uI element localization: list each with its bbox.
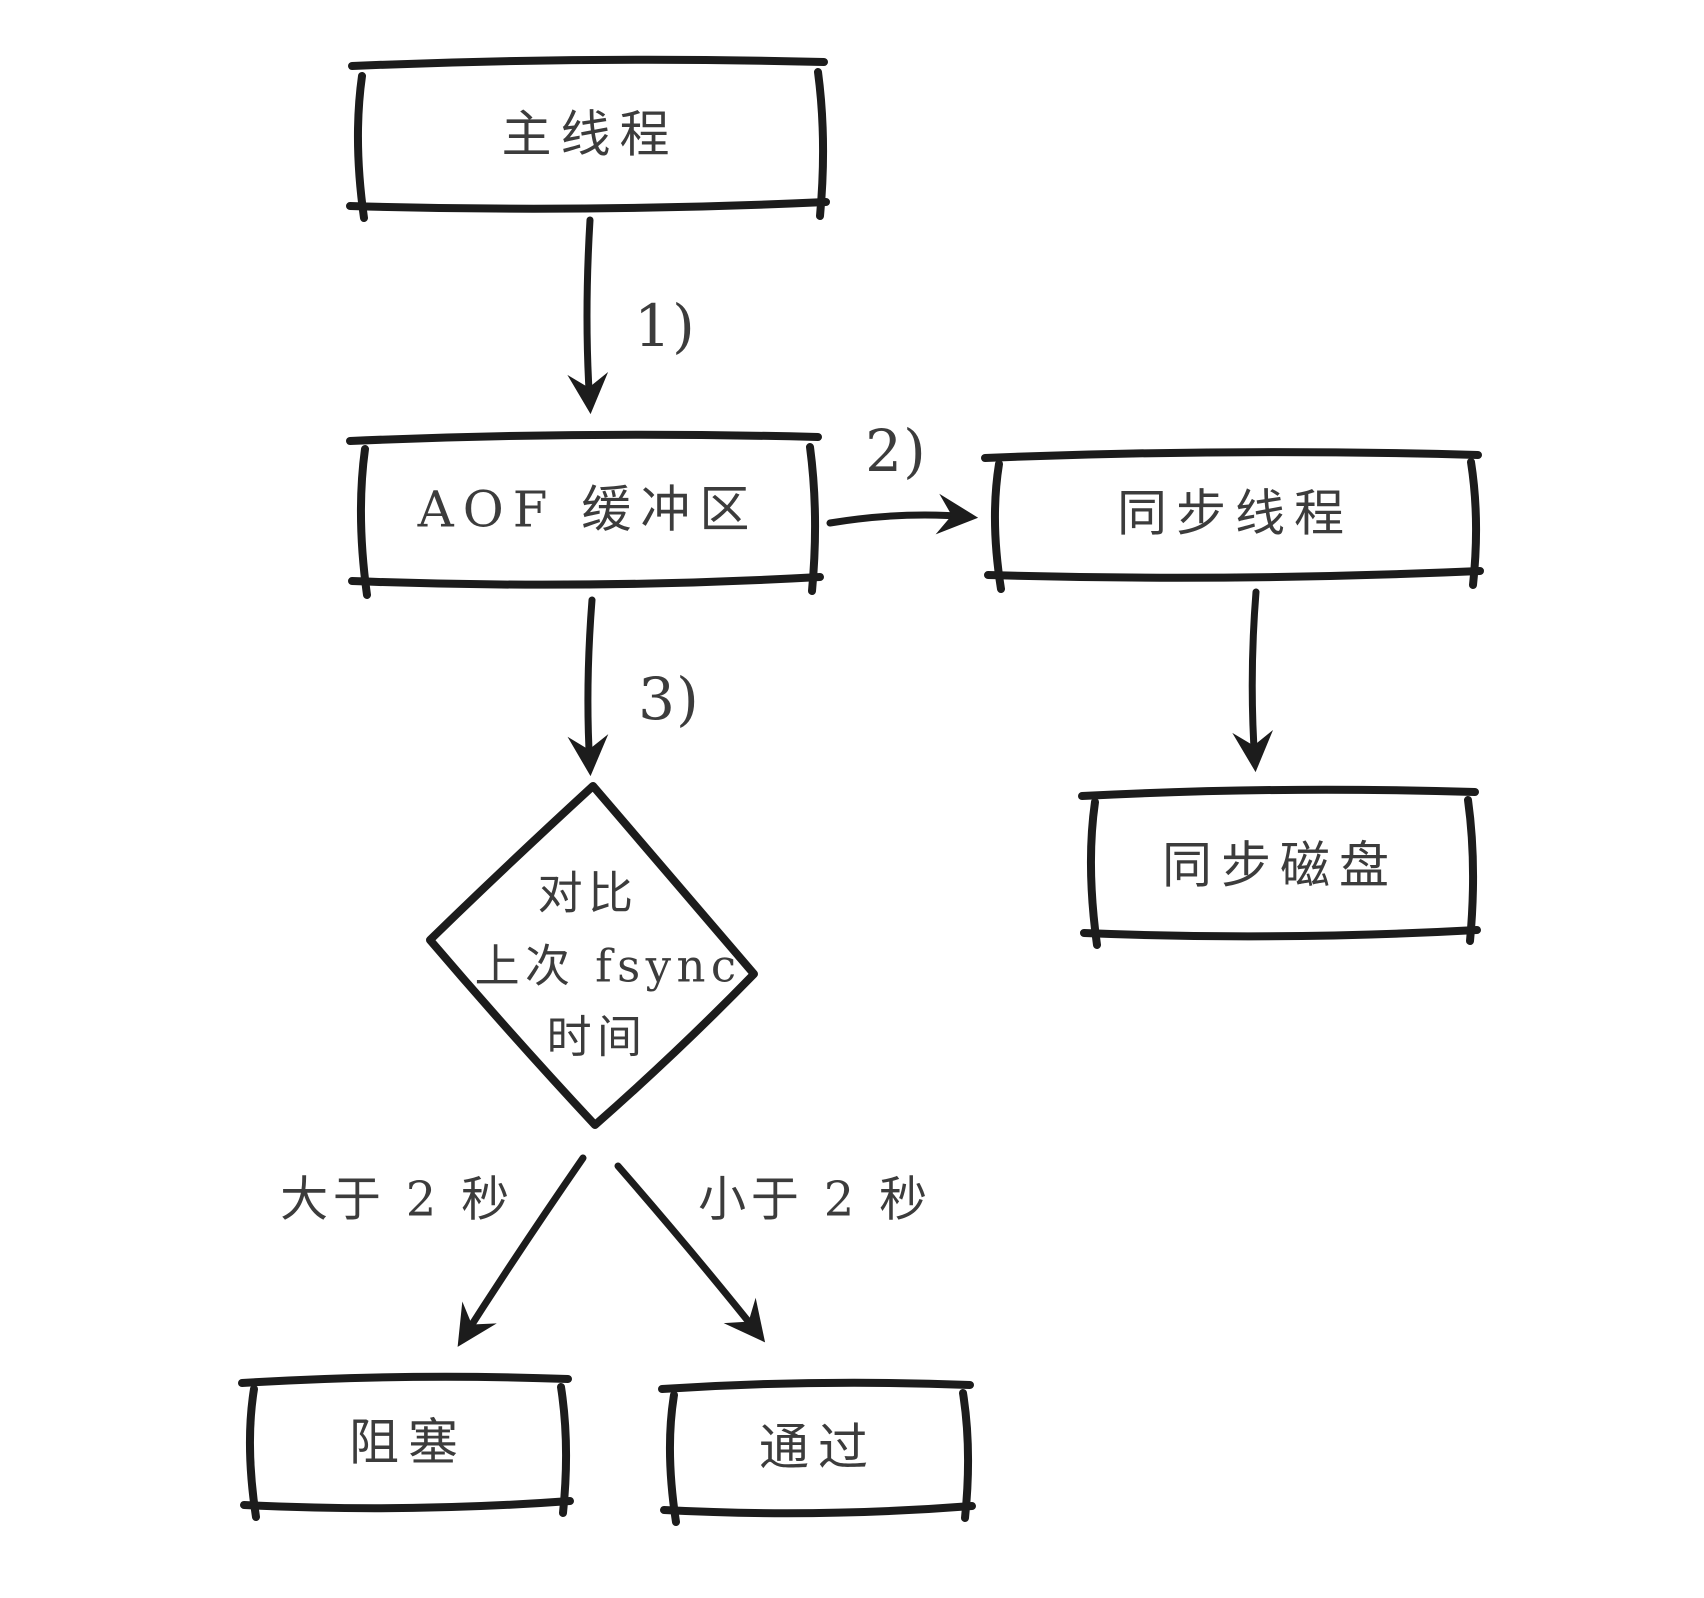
sync-disk-label: 同步磁盘 <box>1162 836 1398 895</box>
main-thread-box-right <box>814 68 828 220</box>
branch-greater-than-2s-label: 大于 2 秒 <box>280 1171 514 1228</box>
decision-label-line3: 时间 <box>546 1010 648 1064</box>
block-box-right <box>557 1383 571 1517</box>
block-box-left <box>245 1385 260 1521</box>
decision-label-line2: 上次 fsync <box>474 939 742 993</box>
branch-less-than-2s-label: 小于 2 秒 <box>698 1171 932 1228</box>
aof-buffer-box <box>346 430 824 599</box>
main-thread-box-left <box>353 72 368 222</box>
decision-label-line1: 对比 <box>537 866 639 920</box>
pass-box-top <box>658 1378 974 1393</box>
arrow-sync-thread-to-disk <box>1232 588 1274 773</box>
pass-box-right <box>959 1389 973 1522</box>
aof-buffer-box-right <box>806 443 820 595</box>
sync-disk-box-top <box>1078 785 1479 800</box>
pass-box-bottom <box>660 1502 976 1518</box>
main-thread-label: 主线程 <box>501 105 679 164</box>
aof-buffer-box-bottom <box>348 573 824 589</box>
edge-step1-label: 1) <box>634 292 696 361</box>
sync-thread-box-right <box>1467 458 1481 589</box>
sync-disk-box-bottom <box>1080 926 1481 941</box>
arrow-decision-to-block <box>457 1154 587 1347</box>
arrow-main-to-aof <box>567 216 609 415</box>
edge-step2-label: 2) <box>865 417 927 486</box>
sync-thread-box-left <box>990 460 1005 593</box>
sync-disk-box-right <box>1464 796 1478 945</box>
main-thread-box-bottom <box>346 198 830 213</box>
main-thread-box-top <box>348 55 828 70</box>
pass-box <box>658 1378 976 1526</box>
edge-step3-label: 3) <box>638 665 700 734</box>
decision-diamond <box>426 782 758 1129</box>
sync-thread-box-top <box>981 448 1482 462</box>
block-box <box>238 1372 574 1521</box>
arrow-aof-to-decision <box>567 596 609 777</box>
arrow-aof-to-sync-thread <box>826 493 979 535</box>
pass-label: 通过 <box>759 1418 877 1477</box>
block-box-bottom <box>240 1497 574 1513</box>
aof-buffer-box-left <box>356 445 371 599</box>
sync-thread-label: 同步线程 <box>1117 484 1353 543</box>
pass-box-left <box>665 1391 680 1526</box>
arrow-decision-to-pass <box>614 1162 766 1343</box>
sync-disk-box <box>1078 785 1481 949</box>
main-thread-box <box>346 55 830 222</box>
aof-buffer-box-top <box>346 430 822 445</box>
sync-thread-box-bottom <box>984 567 1484 582</box>
block-box-top <box>238 1372 572 1387</box>
sync-disk-box-left <box>1086 798 1101 949</box>
block-label: 阻塞 <box>349 1413 467 1472</box>
aof-buffer-label: AOF 缓冲区 <box>417 480 759 539</box>
sync-thread-box <box>981 448 1484 593</box>
